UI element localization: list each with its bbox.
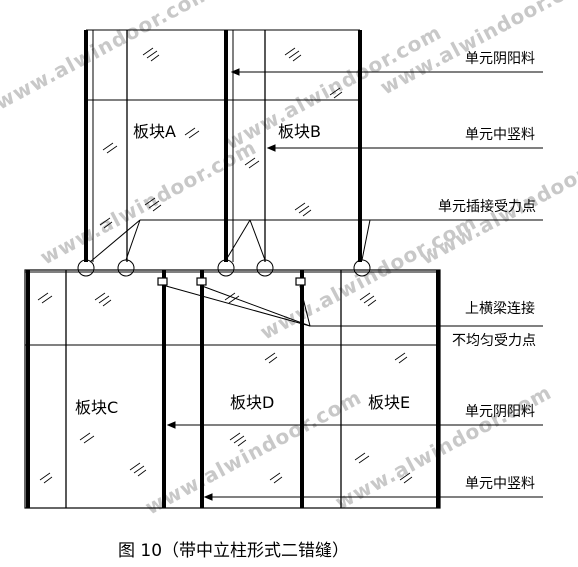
watermark-text: www.alwindoor.com (0, 0, 216, 114)
callout-uneven-force-point: 不均匀受力点 (452, 333, 536, 349)
callout-transom-connection: 上横梁连接 (465, 300, 535, 317)
callout-lower-middle-mullion: 单元中竖料 (465, 476, 535, 492)
force-point-circles (77, 259, 371, 277)
leader-lines (89, 68, 543, 501)
panel-label-a: 板块A (133, 122, 176, 141)
panel-label-d: 板块D (230, 393, 274, 412)
upper-units (84, 29, 362, 262)
watermark-text: www.alwindoor.com (331, 380, 556, 515)
transom-connection-squares (157, 277, 306, 286)
callout-lower-corner-mullion: 单元阴阳料 (465, 404, 535, 420)
panel-label-b: 板块B (278, 122, 321, 141)
watermark-text: www.alwindoor.com (221, 20, 446, 155)
figure-caption: 图 10（带中立柱形式二错缝） (118, 541, 349, 561)
callout-upper-corner-mullion: 单元阴阳料 (465, 51, 535, 67)
callout-upper-middle-mullion: 单元中竖料 (465, 127, 535, 143)
glass-hatching (37, 47, 413, 484)
callout-plug-force-point: 单元插接受力点 (438, 198, 536, 215)
panel-label-e: 板块E (368, 393, 410, 412)
lower-units (24, 269, 441, 509)
panel-label-c: 板块C (75, 398, 118, 417)
